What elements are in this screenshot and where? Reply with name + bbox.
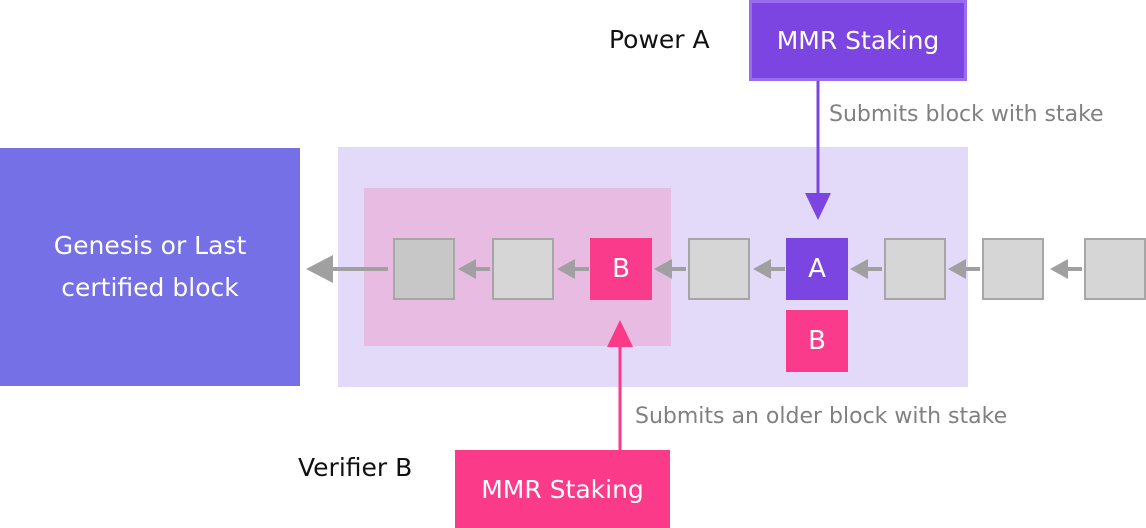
- power-a-label: Power A: [609, 25, 710, 54]
- chain-block: [1084, 238, 1146, 300]
- chain-arrow: [753, 259, 785, 279]
- block-a-label: A: [808, 254, 826, 284]
- verifier-b-submit-arrow: [607, 320, 633, 450]
- power-a-staking-label: MMR Staking: [776, 26, 940, 55]
- chain-arrow: [458, 259, 490, 279]
- power-a-action-label: Submits block with stake: [829, 102, 1104, 127]
- competing-block-b: B: [786, 310, 848, 372]
- verifier-b-label: Verifier B: [298, 453, 413, 482]
- verifier-b-action-label: Submits an older block with stake: [635, 404, 1008, 429]
- genesis-block-label: Genesis or Last certified block: [53, 231, 247, 302]
- block-b-label: B: [612, 254, 630, 284]
- chain-block: [492, 238, 554, 300]
- chain-arrow-to-genesis: [306, 255, 388, 283]
- verifier-b-staking-box: MMR Staking: [455, 450, 670, 528]
- chain-block-a: A: [786, 238, 848, 300]
- chain-arrow: [850, 259, 882, 279]
- chain-block: [688, 238, 750, 300]
- chain-block: [884, 238, 946, 300]
- chain-arrow: [654, 259, 686, 279]
- chain-arrow: [557, 259, 589, 279]
- chain-arrow: [948, 259, 980, 279]
- competing-block-b-label: B: [808, 326, 826, 356]
- chain-arrow: [1050, 259, 1082, 279]
- chain-block-b: B: [590, 238, 652, 300]
- genesis-block: Genesis or Last certified block: [0, 148, 300, 386]
- verifier-b-staking-label: MMR Staking: [481, 474, 644, 504]
- chain-block: [982, 238, 1044, 300]
- power-a-staking-box: MMR Staking: [749, 0, 967, 81]
- chain-block: [393, 238, 455, 300]
- power-a-submit-arrow: [805, 81, 831, 220]
